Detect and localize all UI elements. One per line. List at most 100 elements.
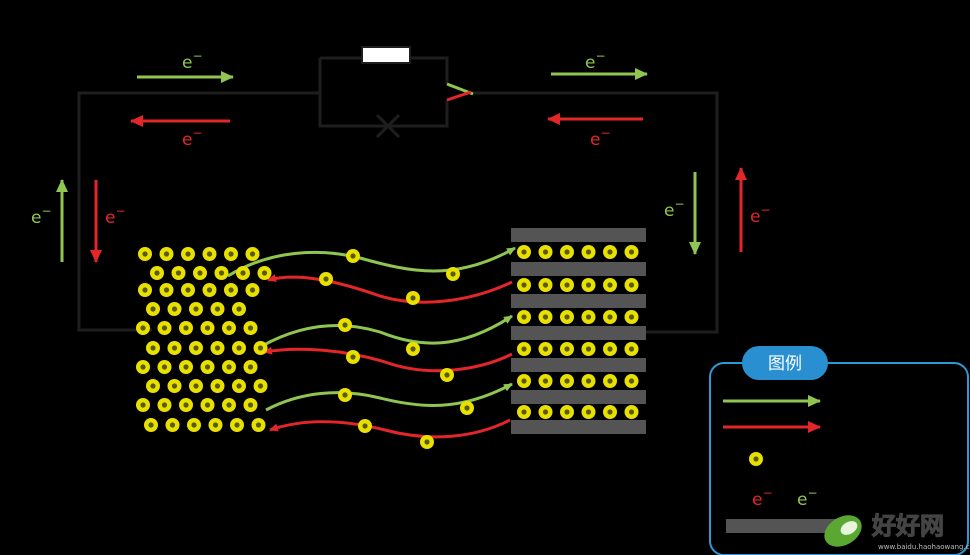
ion-right-0-1 [538, 245, 553, 259]
ion-left-8-4 [222, 398, 236, 412]
legend-title-badge [742, 346, 828, 380]
ion-left-8-3 [200, 398, 215, 412]
ion-left-3-2 [189, 302, 203, 316]
ion-right-5-3 [581, 405, 596, 419]
ion-left-3-1 [167, 302, 182, 316]
ion-right-2-0 [517, 310, 531, 324]
ion-left-9-0 [144, 418, 158, 432]
ion-flow-curves [227, 246, 516, 439]
ion-right-1-4 [603, 278, 617, 292]
ion-left-9-5 [251, 418, 266, 432]
electrode-plate-4 [511, 358, 646, 372]
ion-left-2-2 [181, 283, 195, 297]
ion-left-1-1 [171, 266, 186, 280]
ion-right-0-0 [517, 245, 531, 259]
ion-migrating-10 [358, 419, 372, 433]
ion-left-2-0 [138, 283, 152, 297]
ion-migrating-1 [446, 267, 460, 281]
ion-left-6-0 [136, 360, 150, 374]
circuit-wire [77, 56, 719, 334]
legend-box [709, 362, 969, 555]
ion-right-4-1 [538, 374, 553, 388]
right-electrode-layers [511, 228, 646, 434]
ion-migrating-11 [420, 435, 434, 449]
ion-migrating-6 [346, 350, 360, 364]
electrode-plate-0 [511, 228, 646, 242]
ion-left-0-4 [224, 247, 238, 261]
watermark: 好好网 www.baidu.haohaowang.com [824, 512, 970, 551]
ion-left-8-0 [136, 398, 150, 412]
electrode-plate-3 [511, 326, 646, 340]
ion-left-5-5 [253, 341, 268, 355]
ion-left-8-1 [157, 398, 172, 412]
ion-left-9-4 [230, 418, 244, 432]
ion-right-1-5 [624, 278, 639, 292]
ion-right-1-0 [517, 278, 531, 292]
ion-left-0-5 [245, 247, 260, 261]
ion-left-6-3 [200, 360, 215, 374]
ion-left-3-4 [232, 302, 246, 316]
ion-right-3-4 [603, 342, 617, 356]
electron-labels: e− e− e− e− e− e− e− e− [31, 49, 771, 228]
ion-left-2-1 [159, 283, 174, 297]
ion-migrating-7 [440, 368, 454, 382]
ion-left-2-3 [202, 283, 217, 297]
ion-migrating-8 [338, 388, 352, 402]
ion-left-5-2 [189, 341, 203, 355]
electrode-plate-2 [511, 294, 646, 308]
legend: 图例 e− e− [709, 346, 969, 555]
electron-label-top-right-red: e− [590, 126, 611, 150]
ion-left-5-4 [232, 341, 246, 355]
ion-right-3-3 [581, 342, 596, 356]
ion-right-3-0 [517, 342, 531, 356]
ion-left-4-0 [136, 321, 150, 335]
watermark-brand: 好好网 [871, 512, 944, 540]
ion-migrating-0 [346, 249, 360, 263]
ion-right-1-1 [538, 278, 553, 292]
right-electrode-ions [517, 245, 639, 419]
ion-left-6-4 [222, 360, 236, 374]
ion-left-7-5 [253, 379, 268, 393]
ion-left-6-2 [179, 360, 193, 374]
ion-flow-green-3 [265, 382, 513, 412]
legend-electron-red: e− [752, 486, 773, 510]
ion-left-1-0 [150, 266, 164, 280]
switch-red-contact [446, 90, 472, 102]
electrode-plate-6 [511, 420, 646, 434]
ion-flow-green-1 [227, 246, 516, 278]
ion-migrating-3 [406, 291, 420, 305]
ion-right-3-5 [624, 342, 639, 356]
electron-label-right-green: e− [664, 197, 685, 221]
ion-left-7-0 [146, 379, 160, 393]
ion-left-9-1 [165, 418, 180, 432]
legend-ion-icon [749, 452, 763, 466]
ion-left-7-1 [167, 379, 182, 393]
ion-right-2-1 [538, 310, 553, 324]
legend-electron-green: e− [797, 486, 818, 510]
watermark-leaf-icon [824, 515, 862, 547]
ion-right-5-4 [603, 405, 617, 419]
electron-label-left-red: e− [105, 204, 126, 228]
ion-left-7-3 [210, 379, 225, 393]
ion-left-8-2 [179, 398, 193, 412]
ion-left-6-5 [243, 360, 258, 374]
ion-migrating-4 [338, 318, 352, 332]
migrating-ions [319, 249, 474, 449]
ion-right-1-2 [560, 278, 574, 292]
ion-left-0-1 [159, 247, 174, 261]
ion-left-4-1 [157, 321, 172, 335]
ion-right-5-5 [624, 405, 639, 419]
ion-right-4-5 [624, 374, 639, 388]
ion-left-3-0 [146, 302, 160, 316]
ion-left-1-4 [236, 266, 250, 280]
ion-right-4-4 [603, 374, 617, 388]
ion-right-5-1 [538, 405, 553, 419]
electron-label-top-left-green: e− [182, 49, 203, 73]
ion-left-1-3 [214, 266, 229, 280]
ion-left-0-0 [138, 247, 152, 261]
ion-migrating-5 [406, 342, 420, 356]
ion-left-9-3 [208, 418, 223, 432]
ion-left-9-2 [187, 418, 201, 432]
ion-right-2-2 [560, 310, 574, 324]
